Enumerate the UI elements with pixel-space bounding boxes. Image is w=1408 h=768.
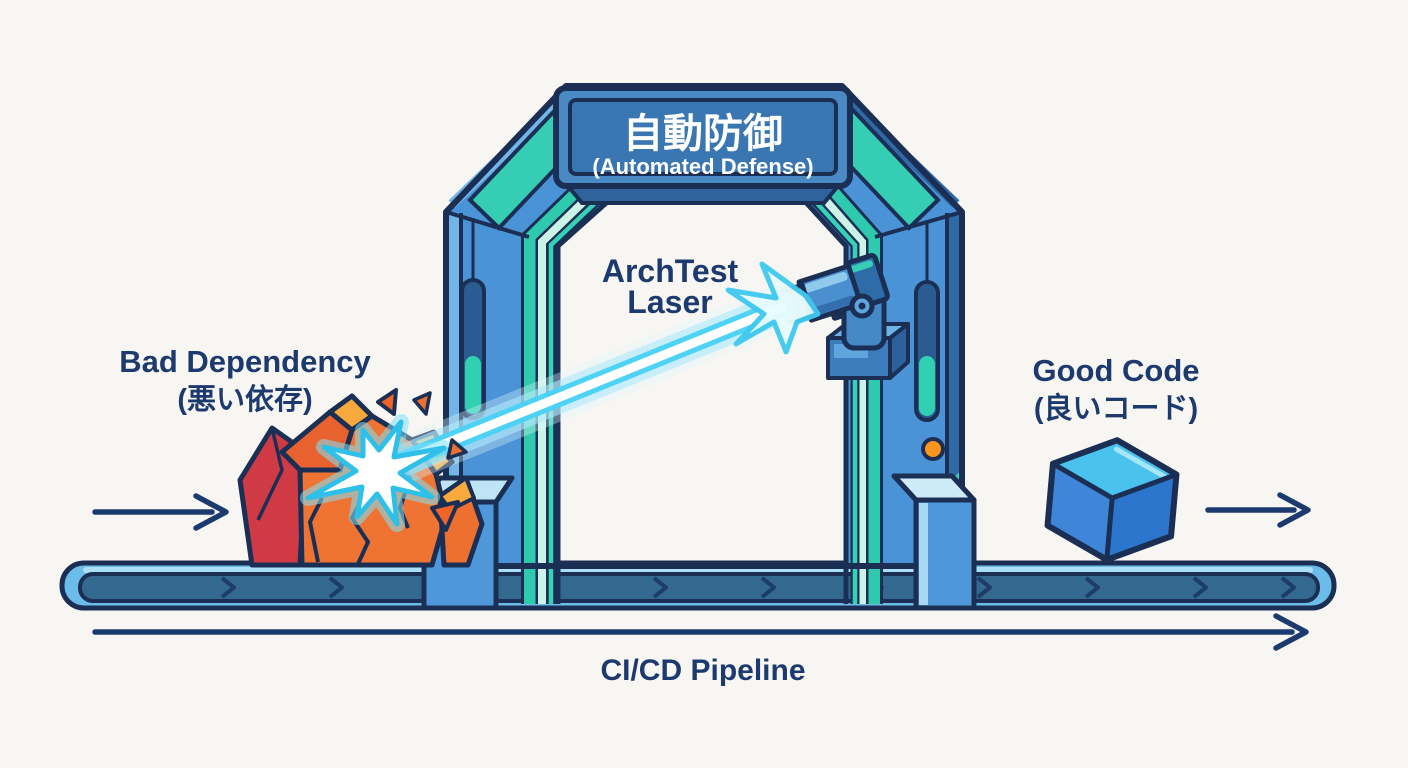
debris-shard [376,388,398,416]
entry-arrow-icon [92,493,229,531]
pipeline-arrow-icon [92,613,1309,651]
pipeline-label: CI/CD Pipeline [600,654,805,687]
exit-arrow-icon [1205,492,1311,528]
muzzle-flash-icon [725,261,821,355]
good-code-cube [1044,437,1180,563]
laser-label-line1: ArchTest [602,253,739,289]
debris-shard [446,438,468,460]
sign-panel [568,98,838,176]
turret-pivot-center [858,302,866,310]
gate-sign: 自動防御 (Automated Defense) [553,85,853,205]
barrel-rear-teal-stripe [849,260,874,273]
cube-left-face [1047,463,1113,560]
good-code-label: Good Code [1032,353,1199,388]
cube-top-highlight [1113,446,1167,479]
status-light-right-fill [919,356,935,416]
bad-dependency-label: Bad Dependency [119,344,371,379]
crystal-red-facet-line [256,427,284,521]
debris-shard [412,391,432,416]
laser-label-line2: Laser [627,284,712,320]
debris-shard [430,500,460,532]
barrel-shadow [811,295,856,316]
gate-pedestals [421,473,977,611]
conveyor-belt [59,560,1337,611]
status-light-left-fill [465,356,481,414]
right-pedestal-edge-highlight [919,503,928,605]
power-indicator-dot [921,437,945,461]
cube-outline [1044,437,1180,563]
sign-title-jp: 自動防御 [623,112,783,156]
debris-shards [376,388,468,532]
barrel-highlight [804,272,848,293]
cube-inner-edges [1051,461,1178,560]
bad-dependency-label-jp: (悪い依存) [177,383,312,416]
belt-surface [78,572,1320,603]
impact-burst-icon [300,414,452,532]
sign-title-en: (Automated Defense) [592,154,813,179]
barrel-nub [831,310,846,321]
good-code-label-jp: (良いコード) [1034,391,1198,425]
